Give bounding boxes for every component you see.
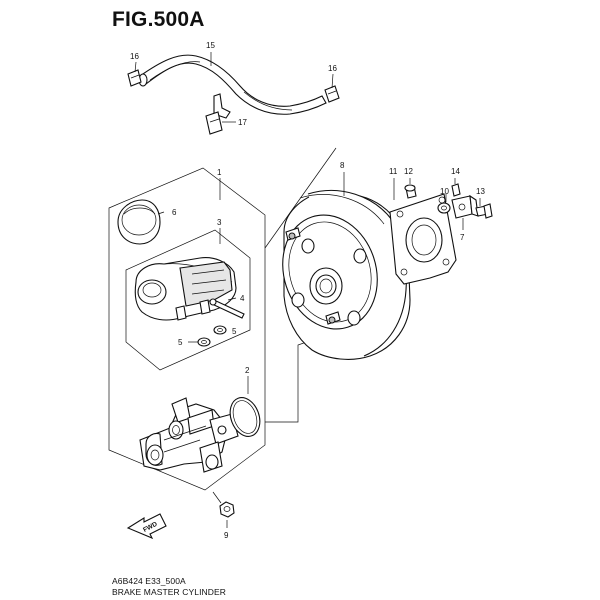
figure-name: BRAKE MASTER CYLINDER <box>112 587 227 597</box>
callout-16-left: 16 <box>130 52 139 61</box>
callout-13: 13 <box>476 187 485 196</box>
callout-3: 3 <box>217 218 222 227</box>
bushing <box>404 184 417 199</box>
callout-2: 2 <box>245 366 250 375</box>
callout-4: 4 <box>240 294 245 303</box>
washer <box>437 202 451 214</box>
fwd-arrow: FWD <box>126 513 167 540</box>
bolt <box>475 203 493 219</box>
callout-10: 10 <box>440 187 449 196</box>
callout-9: 9 <box>224 531 229 540</box>
master-cylinder <box>139 397 241 473</box>
group-box-1 <box>108 167 266 491</box>
callout-5-left: 5 <box>178 338 183 347</box>
callout-8: 8 <box>340 161 345 170</box>
figure-code: A6B424 E33_500A <box>112 576 186 586</box>
callout-16-right: 16 <box>328 64 337 73</box>
bracket <box>451 194 479 219</box>
callout-7: 7 <box>460 233 465 242</box>
reservoir-pin <box>209 298 245 319</box>
callout-11: 11 <box>389 167 398 176</box>
callout-6: 6 <box>172 208 177 217</box>
o-ring <box>229 397 261 437</box>
callout-1: 1 <box>217 168 222 177</box>
callouts: 15 16 16 17 1 3 6 4 5 5 2 9 8 11 12 14 1… <box>130 41 485 540</box>
vacuum-hose <box>138 54 327 115</box>
clip <box>451 183 461 197</box>
reservoir-tank <box>134 257 237 321</box>
callout-12: 12 <box>404 167 413 176</box>
callout-17: 17 <box>238 118 247 127</box>
group-box-3 <box>125 229 251 371</box>
leader-lines <box>134 52 481 528</box>
grommet-a <box>213 325 227 335</box>
figure-title: FIG.500A <box>112 8 205 31</box>
reservoir-cap <box>117 199 161 245</box>
leader-box-to-stud <box>265 337 319 423</box>
booster-gasket <box>389 193 457 285</box>
callout-5-right: 5 <box>232 327 237 336</box>
grommet-b <box>197 337 211 347</box>
hose-clip-right <box>324 85 340 103</box>
nut <box>212 491 235 518</box>
callout-14: 14 <box>451 167 460 176</box>
callout-15: 15 <box>206 41 215 50</box>
hose-bracket <box>205 93 231 135</box>
hose-clip-left <box>127 69 142 87</box>
